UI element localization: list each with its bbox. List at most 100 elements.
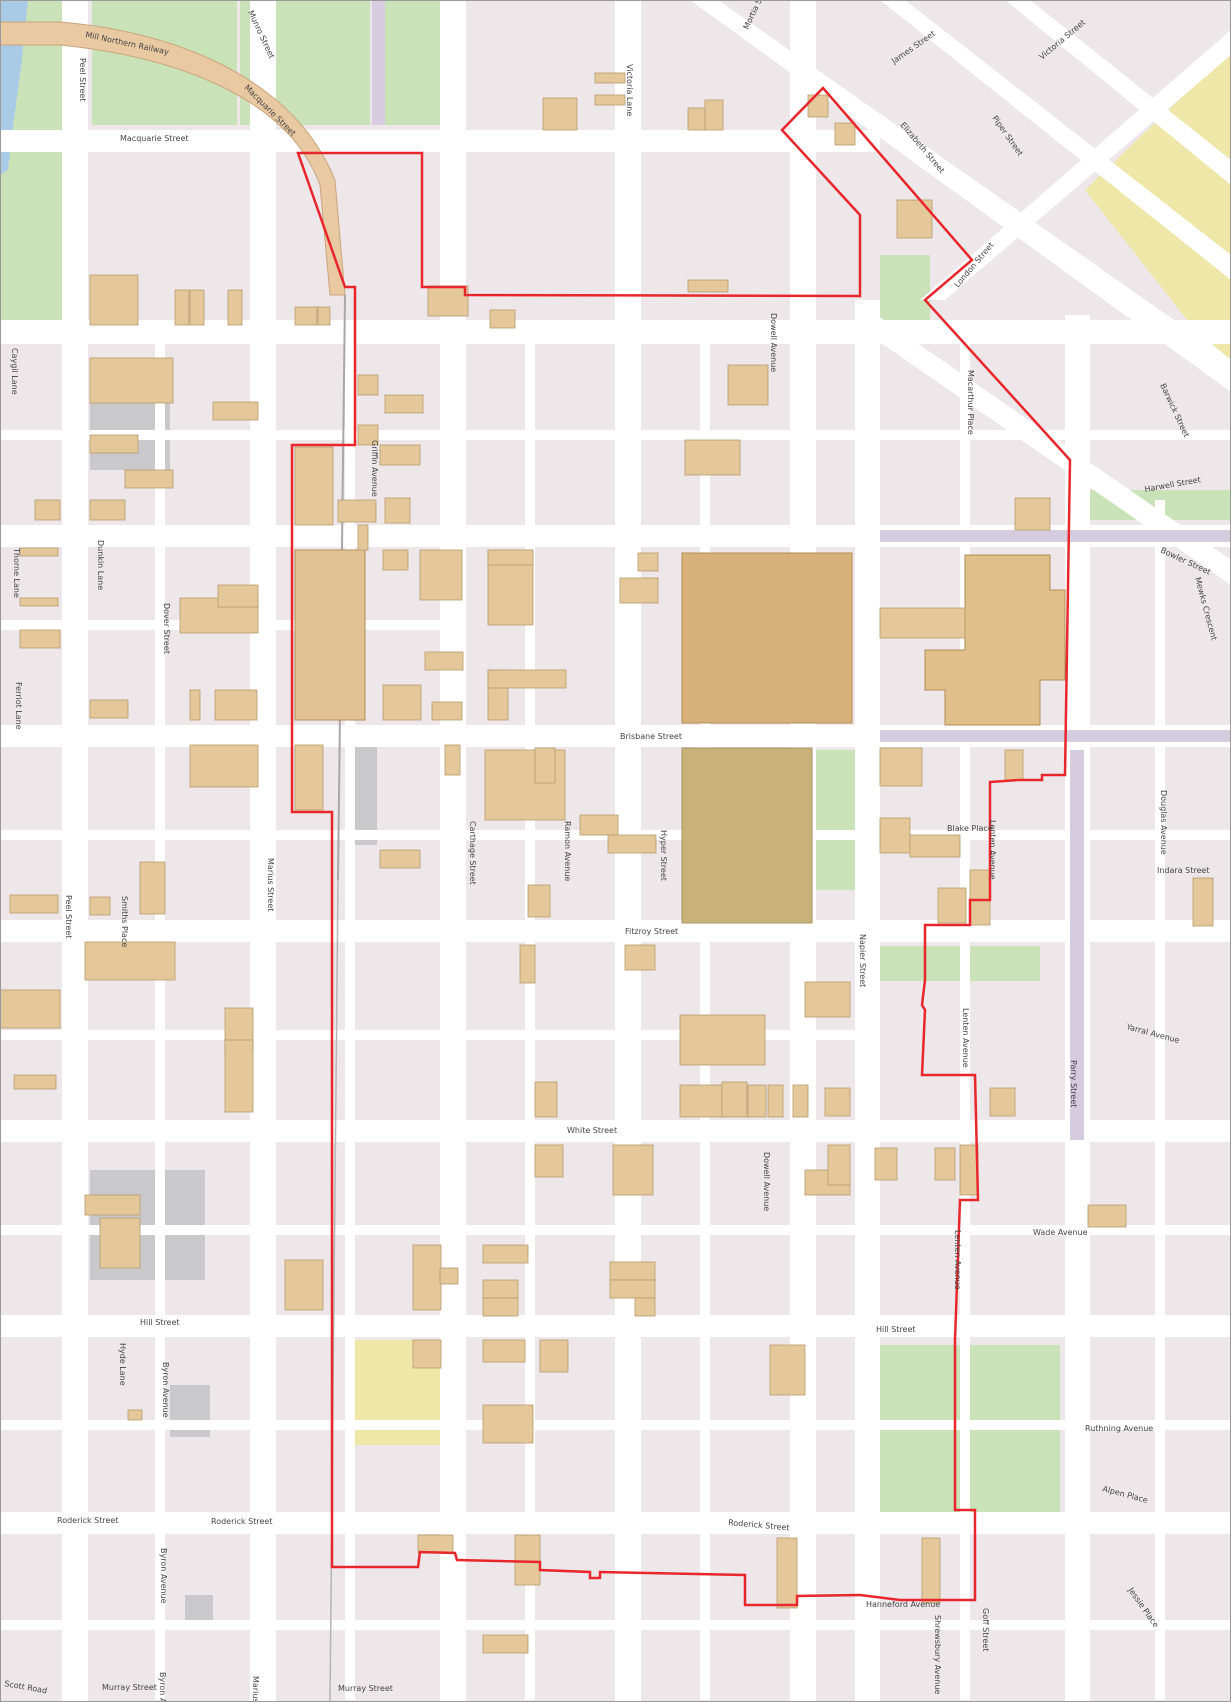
road (0, 430, 1231, 440)
heritage-building (769, 1344, 806, 1396)
heritage-building (482, 1244, 529, 1264)
heritage-building (294, 306, 318, 326)
heritage-building (224, 1039, 254, 1113)
heritage-building (84, 1194, 141, 1216)
heritage-building (419, 549, 463, 601)
heritage-building (527, 884, 551, 918)
label-marius-st-2: Marius Street (251, 1676, 260, 1702)
heritage-building (487, 549, 534, 566)
label-ruthning-ave: Ruthning Avenue (1085, 1424, 1153, 1433)
heritage-building (427, 285, 469, 317)
road (0, 1420, 1231, 1430)
heritage-building (357, 374, 379, 396)
label-lenten-ave-2: Lenten Avenue (961, 1008, 970, 1068)
lane (880, 730, 1230, 742)
heritage-building (189, 689, 201, 721)
heritage-building (212, 401, 259, 421)
parks-layer (0, 0, 1231, 1625)
label-griffin-ave: Griffin Avenue (370, 440, 379, 497)
riverside-park (0, 0, 62, 330)
label-brisbane-st: Brisbane Street (620, 732, 682, 741)
heritage-building (1014, 497, 1051, 531)
label-smiths-place: Smiths Place (120, 896, 129, 947)
heritage-building (294, 744, 324, 811)
road (440, 0, 466, 1702)
large-sites (294, 549, 1066, 924)
study-area-boundary (290, 86, 1072, 1607)
road (0, 320, 1231, 344)
label-ramon-ave: Ramon Avenue (563, 821, 572, 881)
heritage-building (189, 289, 205, 326)
heritage-building (687, 107, 707, 131)
heritage-building (579, 814, 619, 836)
label-white-st: White Street (567, 1126, 617, 1135)
heritage-building (792, 1084, 809, 1118)
label-murray-st-2: Murray Street (338, 1684, 393, 1693)
large-site-block (294, 549, 366, 721)
label-macquarie-st-1: Macquarie Street (120, 134, 189, 143)
label-lenten-ave-3: Lenten Avenue (953, 1230, 962, 1290)
heritage-building (384, 394, 424, 414)
label-roderick-st-2: Roderick Street (211, 1517, 273, 1526)
lanes-layer (372, 0, 1230, 1140)
heritage-building (89, 357, 174, 404)
label-lenten-ave-1: Lenten Avenue (988, 820, 997, 880)
heritage-building (124, 469, 174, 489)
heritage-building (612, 1144, 654, 1196)
heritage-building (687, 279, 729, 293)
label-marius-st: Marius Street (266, 858, 275, 911)
heritage-building (357, 524, 369, 551)
heritage-building (84, 941, 176, 981)
label-peel-st-2: Peel Street (64, 895, 73, 938)
label-byron-ave-1: Byron Avenue (161, 1362, 170, 1418)
heritage-building (542, 97, 578, 131)
buildings-layer (0, 72, 1214, 1654)
heritage-building (89, 274, 139, 326)
heritage-building (909, 834, 961, 858)
label-victoria-lane: Victoria Lane (625, 64, 634, 116)
label-hanneford-ave: Hanneford Avenue (866, 1600, 940, 1609)
road (0, 1315, 1231, 1337)
label-byron-ave-3: Byron Avenue (158, 1672, 167, 1702)
label-shrewsbury-ave: Shrewsbury Avenue (933, 1615, 942, 1694)
heritage-building (357, 424, 379, 446)
road (0, 1620, 1231, 1630)
heritage-building (921, 1537, 941, 1604)
road (880, 0, 1231, 280)
label-macarthur-pl: Macarthur Place (966, 370, 975, 435)
heritage-building (139, 861, 166, 915)
heritage-building (89, 699, 129, 719)
heritage-building (624, 944, 656, 971)
heritage-building (189, 744, 259, 788)
road (0, 920, 1231, 942)
heritage-building (609, 1279, 656, 1299)
lane (1070, 750, 1084, 1140)
label-ferriot-lane: Ferriot Lane (14, 682, 23, 730)
heritage-building (721, 1081, 748, 1118)
label-byron-ave-2: Byron Avenue (159, 1548, 168, 1604)
label-fitzroy-st: Fitzroy Street (625, 927, 678, 936)
road (62, 0, 88, 1702)
large-site-block (681, 552, 853, 724)
label-dover-st: Dover Street (162, 603, 171, 654)
heritage-building (634, 1297, 656, 1317)
road (1180, 330, 1231, 380)
heritage-building (804, 981, 851, 1018)
heritage-building (619, 577, 659, 604)
heritage-building (431, 701, 463, 721)
road (855, 300, 1231, 585)
heritage-building (534, 747, 556, 784)
heritage-building (834, 122, 856, 146)
heritage-building (482, 1634, 529, 1654)
heritage-building (1004, 749, 1024, 781)
heritage-building (174, 289, 190, 326)
heritage-building (284, 1259, 324, 1311)
heritage-building (969, 869, 991, 926)
label-wade-ave: Wade Avenue (1033, 1228, 1088, 1237)
heritage-building (19, 547, 59, 557)
heritage-building (807, 94, 829, 118)
heritage-building (214, 689, 258, 721)
road (155, 340, 165, 1700)
heritage-building (704, 99, 724, 131)
large-site-block (924, 554, 1066, 726)
